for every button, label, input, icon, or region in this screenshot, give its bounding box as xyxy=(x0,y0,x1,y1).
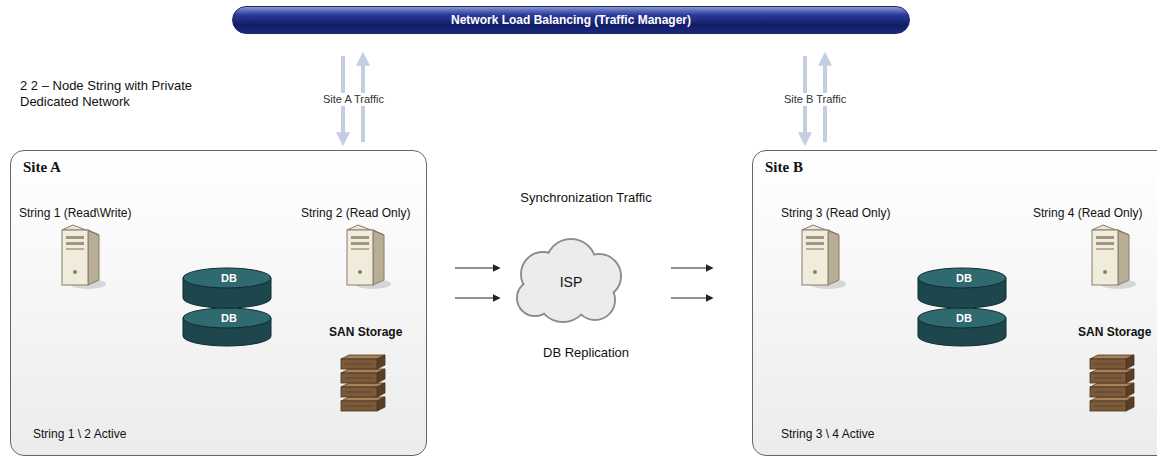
site-heading: Site A xyxy=(23,159,61,176)
site-box: Site A String 1 \ 2 Active String 1 (Read\… xyxy=(10,150,427,456)
server-label: String 3 (Read Only) xyxy=(781,206,890,220)
site-box: Site B String 3 \ 4 Active String 3 (Read … xyxy=(752,150,1157,456)
isp-cloud: ISP xyxy=(505,232,637,332)
server-icon xyxy=(56,224,106,290)
band-title: Network Load Balancing (Traffic Manager) xyxy=(233,7,909,33)
status-note: String 3 \ 4 Active xyxy=(781,427,874,441)
san-icon xyxy=(339,353,387,415)
server-icon xyxy=(341,224,391,290)
sync-arrow xyxy=(455,268,499,269)
san-storage: SAN Storage xyxy=(1078,325,1157,425)
traffic-label: Site A Traffic xyxy=(320,93,387,106)
sync-arrow xyxy=(671,268,712,269)
san-icon xyxy=(1088,353,1136,415)
load-balancer-band: Network Load Balancing (Traffic Manager) xyxy=(232,6,910,34)
server-label: String 4 (Read Only) xyxy=(1033,206,1142,220)
sync-arrow xyxy=(671,298,712,299)
db-label: DB xyxy=(181,272,277,284)
isp-label: ISP xyxy=(505,274,637,290)
site-heading: Site B xyxy=(765,159,803,176)
note-label: DB Replication xyxy=(530,345,642,361)
server-node: String 4 (Read Only) xyxy=(1033,206,1155,296)
database-stack: DB DB xyxy=(181,268,277,346)
db-label: DB xyxy=(916,272,1012,284)
san-label: SAN Storage xyxy=(329,325,402,339)
server-node: String 3 (Read Only) xyxy=(781,206,911,296)
status-note: String 1 \ 2 Active xyxy=(33,427,126,441)
server-label: String 1 (Read\Write) xyxy=(19,206,131,220)
database-stack: DB DB xyxy=(916,268,1012,346)
san-label: SAN Storage xyxy=(1078,325,1151,339)
server-node: String 1 (Read\Write) xyxy=(19,206,169,296)
traffic-label: Site B Traffic xyxy=(781,93,849,106)
server-label: String 2 (Read Only) xyxy=(301,206,410,220)
server-node: String 2 (Read Only) xyxy=(301,206,426,296)
note-label: 2 2 – Node String with Private Dedicated… xyxy=(20,78,205,110)
san-storage: SAN Storage xyxy=(329,325,411,425)
db-label: DB xyxy=(916,312,1012,324)
note-label: Synchronization Traffic xyxy=(518,190,654,206)
server-icon xyxy=(796,224,846,290)
server-icon xyxy=(1086,224,1136,290)
db-label: DB xyxy=(181,312,277,324)
sync-arrow xyxy=(455,298,499,299)
